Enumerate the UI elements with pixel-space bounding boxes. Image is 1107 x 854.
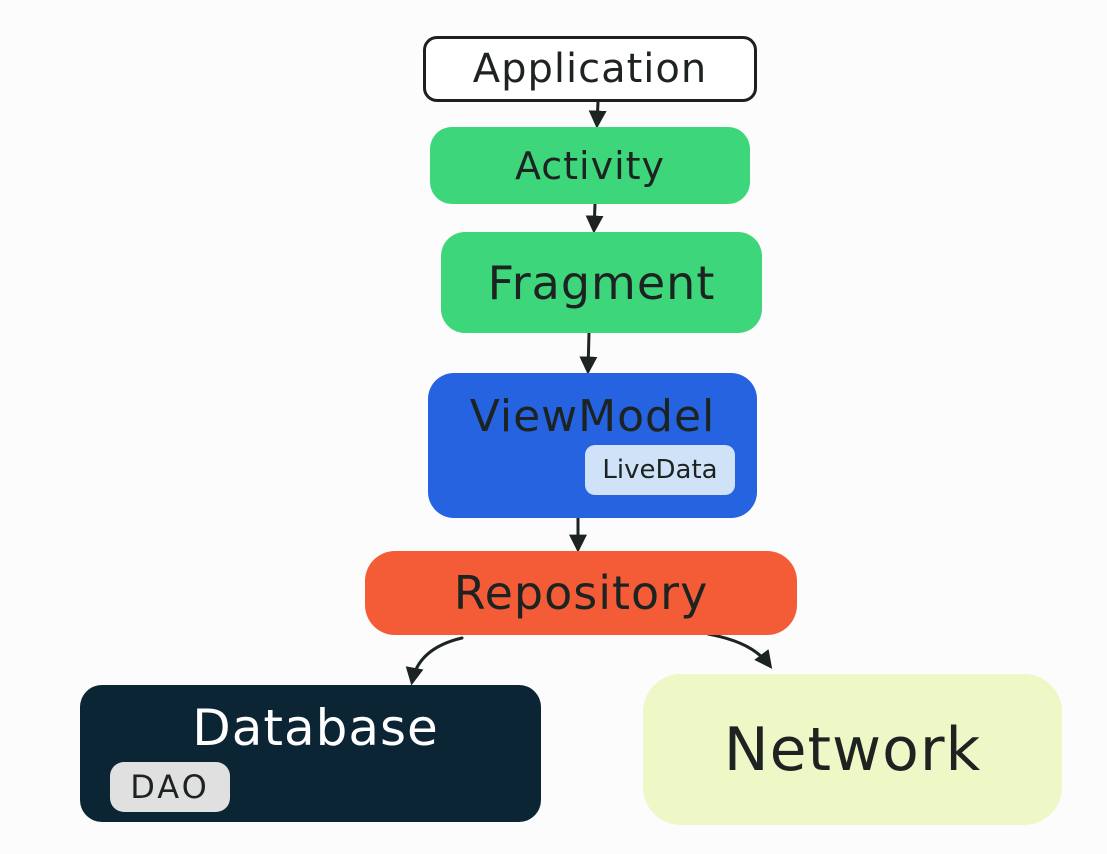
badge-dao-label: DAO [130, 768, 210, 806]
node-database-label: Database [192, 699, 439, 757]
badge-livedata-label: LiveData [602, 455, 718, 485]
node-fragment: Fragment [441, 232, 762, 333]
node-fragment-label: Fragment [487, 255, 716, 310]
badge-livedata: LiveData [585, 445, 735, 495]
node-viewmodel-label: ViewModel [469, 391, 716, 442]
node-viewmodel: ViewModel LiveData [428, 373, 757, 518]
node-repository-label: Repository [453, 566, 709, 620]
node-network: Network [643, 674, 1062, 825]
edge-application-activity [588, 100, 607, 129]
edge-repository-network [706, 632, 773, 669]
edge-fragment-viewmodel [579, 331, 598, 375]
edge-repository-database [405, 636, 464, 686]
node-database: Database DAO [80, 685, 541, 822]
node-application: Application [423, 36, 757, 102]
node-application-label: Application [472, 46, 708, 92]
node-network-label: Network [723, 714, 982, 785]
node-repository: Repository [365, 551, 797, 635]
badge-dao: DAO [110, 762, 230, 812]
node-activity-label: Activity [514, 143, 666, 188]
edge-activity-fragment [585, 202, 604, 234]
node-activity: Activity [430, 127, 750, 204]
